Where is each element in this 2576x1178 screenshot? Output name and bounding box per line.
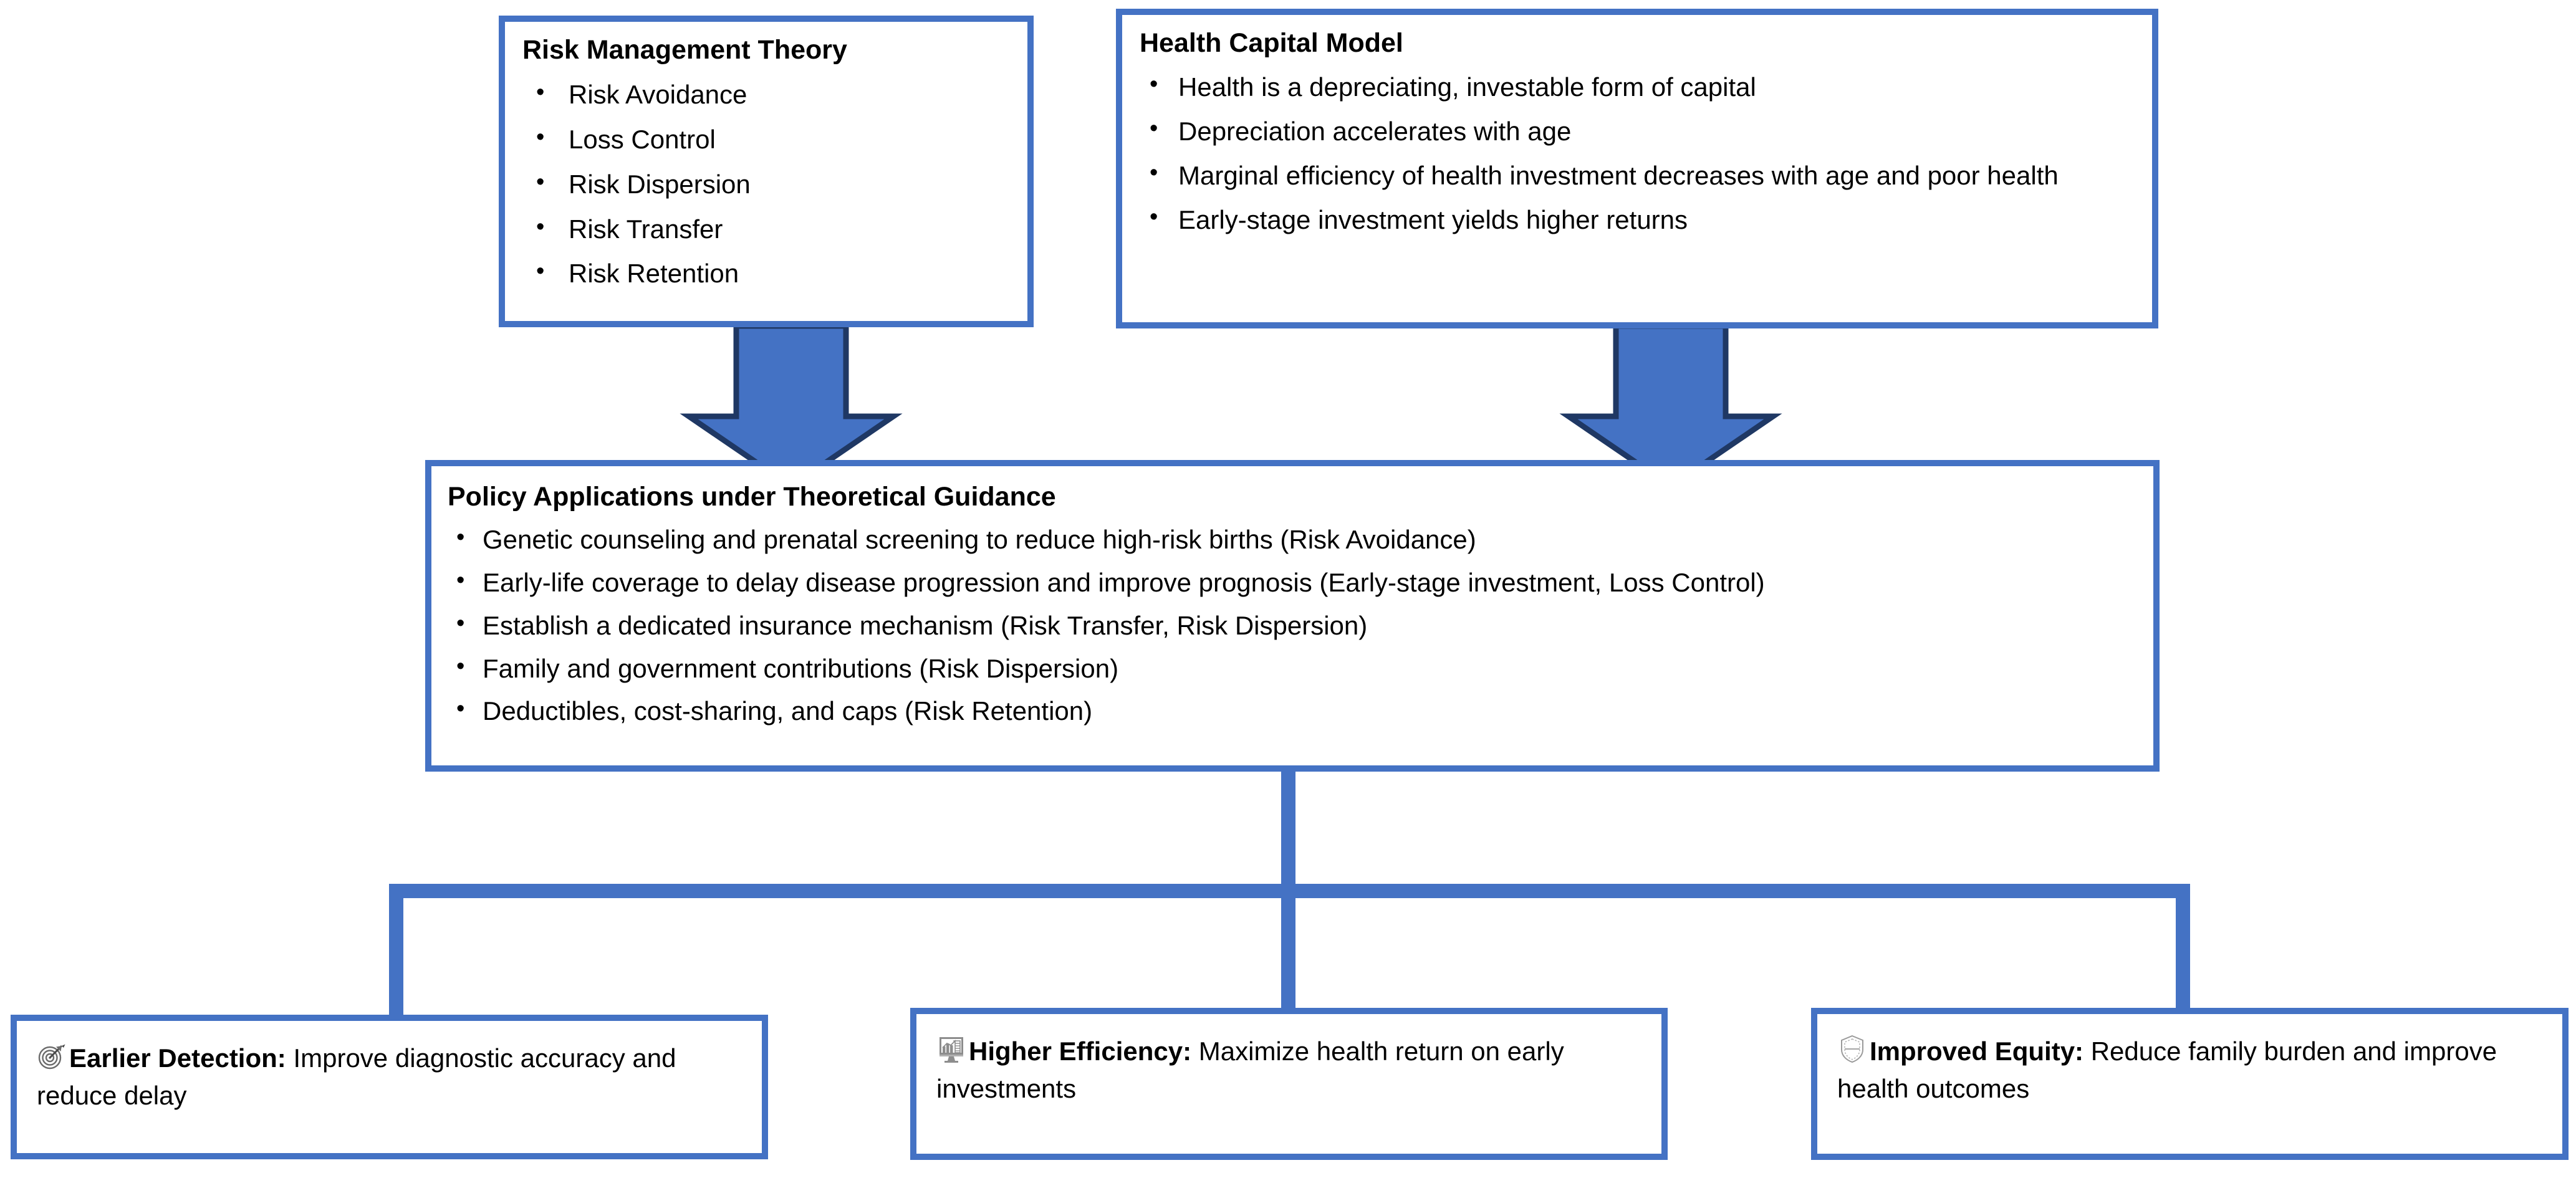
list-item: Risk Retention	[522, 256, 1010, 291]
list-item: Genetic counseling and prenatal screenin…	[448, 522, 2137, 557]
health-capital-model-title: Health Capital Model	[1140, 28, 1403, 58]
list-item: Deductibles, cost-sharing, and caps (Ris…	[448, 693, 2137, 729]
health-capital-model-bullets: Health is a depreciating, investable for…	[1140, 69, 2135, 237]
improved-equity-text: Improved Equity: Reduce family burden an…	[1837, 1033, 2542, 1107]
earlier-detection-text: Earlier Detection: Improve diagnostic ac…	[37, 1040, 742, 1114]
earlier-detection-body: Improve diagnostic accuracy and reduce d…	[37, 1043, 676, 1110]
higher-efficiency-text: Higher Efficiency: Maximize health retur…	[936, 1033, 1641, 1107]
shield-icon	[1837, 1034, 1867, 1064]
list-item: Early-life coverage to delay disease pro…	[448, 565, 2137, 600]
list-item: Establish a dedicated insurance mechanis…	[448, 608, 2137, 643]
list-item: Depreciation accelerates with age	[1140, 113, 2135, 149]
higher-efficiency-lead: Higher Efficiency:	[969, 1037, 1192, 1066]
health-capital-model-box: Health Capital Model Health is a depreci…	[1116, 9, 2158, 328]
policy-applications-bullets: Genetic counseling and prenatal screenin…	[448, 522, 2137, 729]
policy-applications-box: Policy Applications under Theoretical Gu…	[425, 460, 2160, 772]
list-item: Risk Dispersion	[522, 166, 1010, 202]
list-item: Risk Avoidance	[522, 77, 1010, 112]
earlier-detection-box: Earlier Detection: Improve diagnostic ac…	[11, 1015, 768, 1159]
list-item: Early-stage investment yields higher ret…	[1140, 201, 2135, 237]
improved-equity-body: Reduce family burden and improve health …	[1837, 1037, 2497, 1103]
list-item: Risk Transfer	[522, 211, 1010, 247]
policy-applications-title: Policy Applications under Theoretical Gu…	[448, 482, 1056, 512]
list-item: Marginal efficiency of health investment…	[1140, 157, 2135, 193]
target-dartboard-icon	[37, 1041, 67, 1071]
list-item: Loss Control	[522, 122, 1010, 157]
risk-management-theory-title: Risk Management Theory	[522, 35, 847, 65]
higher-efficiency-box: Higher Efficiency: Maximize health retur…	[910, 1008, 1668, 1160]
higher-efficiency-body: Maximize health return on early investme…	[936, 1037, 1564, 1103]
risk-management-theory-box: Risk Management Theory Risk Avoidance Lo…	[499, 16, 1034, 327]
improved-equity-lead: Improved Equity:	[1870, 1037, 2084, 1066]
list-item: Family and government contributions (Ris…	[448, 651, 2137, 686]
bar-chart-presentation-icon	[936, 1034, 966, 1064]
earlier-detection-lead: Earlier Detection:	[69, 1043, 286, 1073]
list-item: Health is a depreciating, investable for…	[1140, 69, 2135, 105]
risk-management-theory-bullets: Risk Avoidance Loss Control Risk Dispers…	[522, 77, 1010, 291]
improved-equity-box: Improved Equity: Reduce family burden an…	[1811, 1008, 2569, 1160]
